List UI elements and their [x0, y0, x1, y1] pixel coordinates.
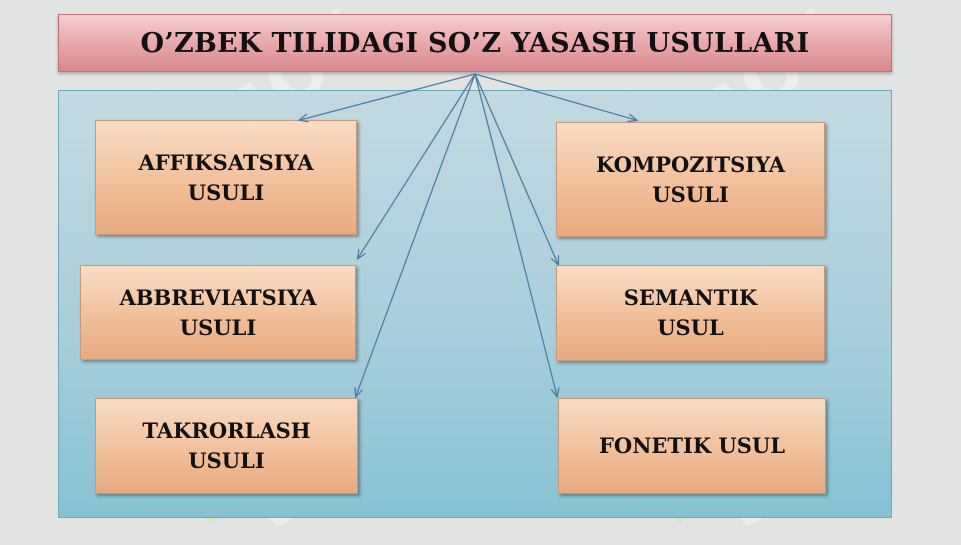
method-label-line1: AFFIKSATSIYA [138, 149, 314, 175]
method-label-line2: USULI [179, 314, 257, 340]
method-label-line2: USULI [188, 448, 265, 473]
method-box-fonetik: FONETIK USUL [558, 398, 826, 494]
method-label-line1: SEMANTIK [623, 285, 758, 310]
method-box-affiksatsiya: AFFIKSATSIYA USULI [95, 120, 357, 235]
method-label-line2: USULI [652, 181, 729, 207]
method-label-line1: KOMPOZITSIYA [595, 151, 786, 177]
method-label-line2: USUL [657, 315, 724, 340]
diagram-title-bar: O’ZBEK TILIDAGI SO’Z YASASH USULLARI [58, 14, 892, 72]
diagram-title: O’ZBEK TILIDAGI SO’Z YASASH USULLARI [140, 27, 810, 59]
method-label-line1: FONETIK USUL [599, 433, 785, 458]
method-label-line2: USULI [187, 179, 265, 205]
method-label-line1: ABBREVIATSIYA [119, 284, 317, 310]
method-box-abbreviatsiya: ABBREVIATSIYA USULI [80, 265, 356, 360]
method-box-kompozitsiya: KOMPOZITSIYA USULI [556, 122, 825, 237]
method-box-semantik: SEMANTIK USUL [556, 265, 825, 361]
method-label-line1: TAKRORLASH [142, 418, 311, 443]
method-box-takrorlash: TAKRORLASH USULI [95, 398, 358, 494]
